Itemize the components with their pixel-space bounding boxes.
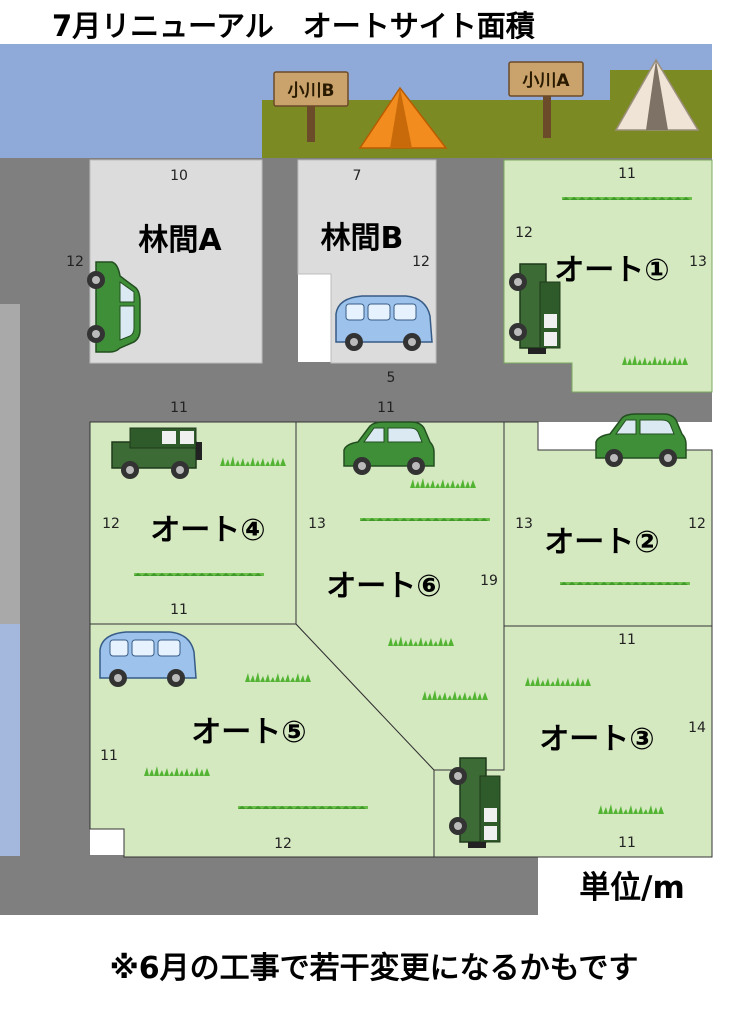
dim-auto4-left: 12 — [102, 516, 120, 532]
unit-label: 単位/m — [579, 870, 685, 906]
site-label-rinkan-b: 林間B — [321, 221, 404, 256]
construction-note: ※6月の工事で若干変更になるかもです — [110, 951, 639, 986]
road-gap-2 — [436, 158, 504, 422]
road-bottom — [20, 855, 538, 915]
left-strip-grey — [0, 304, 20, 624]
site-label-auto4: オート④ — [150, 513, 265, 548]
dim-auto3-right: 14 — [688, 720, 706, 736]
grass-icon — [562, 197, 692, 200]
sign-ogawa-b: 小川B — [288, 81, 335, 101]
dim-rinkan-a-top: 10 — [170, 168, 188, 184]
dim-auto6-left: 13 — [308, 516, 326, 532]
dim-auto5-bottom: 12 — [274, 836, 292, 852]
grass-icon — [134, 573, 264, 576]
site-label-auto6: オート⑥ — [326, 569, 441, 604]
van-icon — [99, 631, 197, 688]
site-label-auto5: オート⑤ — [191, 715, 306, 750]
dim-auto6-right: 19 — [480, 573, 498, 589]
dim-auto1-right: 13 — [689, 254, 707, 270]
site-label-auto1: オート① — [554, 253, 669, 288]
left-strip-blue — [0, 624, 20, 856]
dim-auto3-bottom: 11 — [618, 835, 636, 851]
dim-auto1-left: 12 — [515, 225, 533, 241]
site-label-auto2: オート② — [544, 525, 659, 560]
page-title: 7月リニューアル オートサイト面積 — [52, 9, 535, 43]
dim-auto3-top: 11 — [618, 632, 636, 648]
grass-icon — [238, 806, 368, 809]
dim-road-width: 5 — [387, 370, 396, 386]
dim-rinkan-b-top: 7 — [353, 168, 362, 184]
dim-auto6-top: 11 — [377, 400, 395, 416]
tent-white-icon — [614, 58, 700, 131]
van-icon — [335, 295, 433, 352]
tent-orange-icon — [358, 86, 448, 149]
site-label-auto3: オート③ — [539, 722, 654, 757]
dim-auto1-top: 11 — [618, 166, 636, 182]
road-gap-1 — [262, 158, 298, 422]
dim-rinkan-a-left: 12 — [66, 254, 84, 270]
dim-auto4-bottom: 11 — [170, 602, 188, 618]
dim-auto2-left: 13 — [515, 516, 533, 532]
signpost-icon — [273, 61, 584, 142]
site-label-rinkan-a: 林間A — [138, 223, 222, 258]
dim-auto2-right: 12 — [688, 516, 706, 532]
dim-auto4-top: 11 — [170, 400, 188, 416]
dim-auto5-left: 11 — [100, 748, 118, 764]
grass-icon — [360, 518, 490, 521]
grass-icon — [560, 582, 690, 585]
dim-rinkan-b-right: 12 — [412, 254, 430, 270]
sign-ogawa-a: 小川A — [522, 71, 570, 91]
